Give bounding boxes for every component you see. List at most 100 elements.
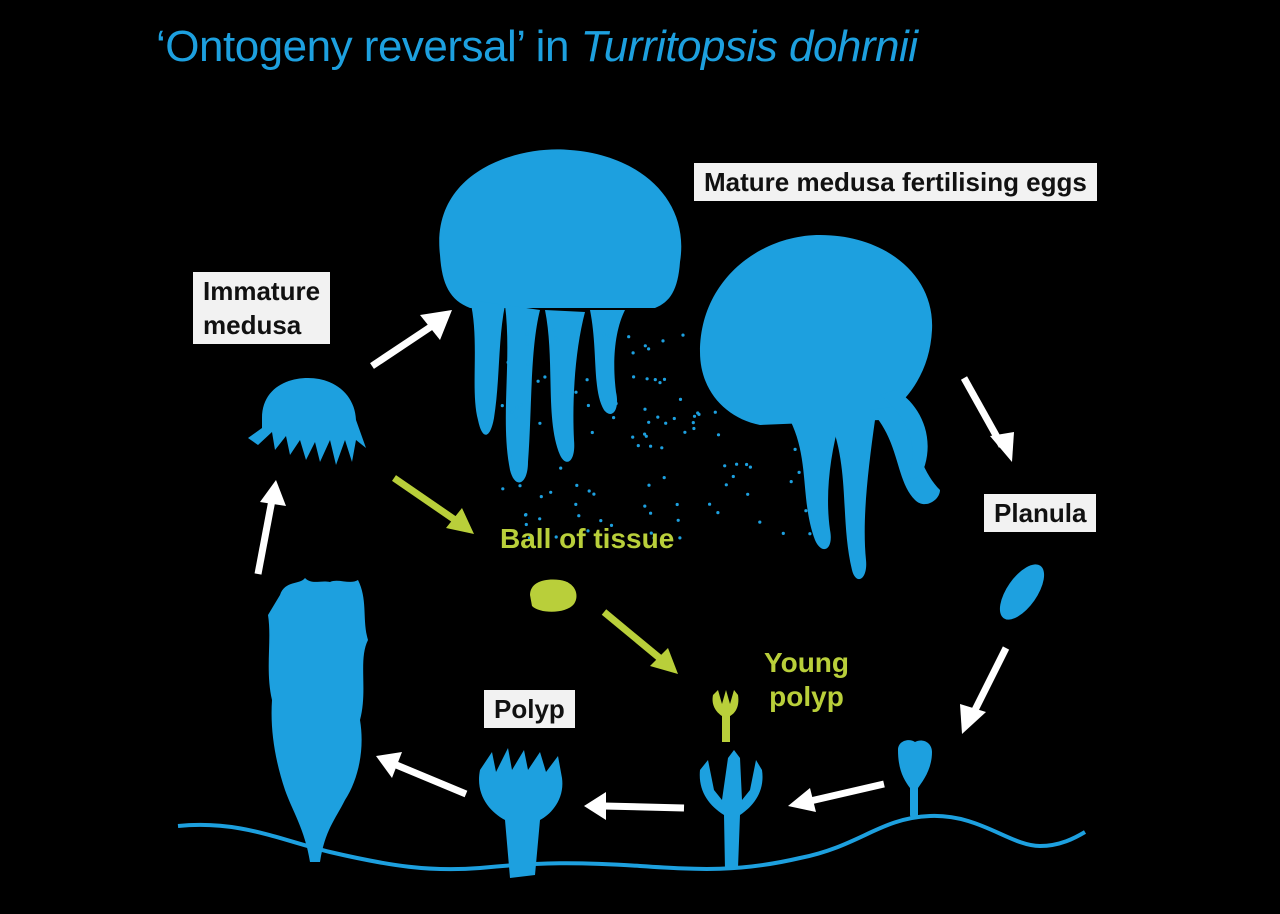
white-arrows <box>254 310 1014 820</box>
egg-dot <box>559 466 563 470</box>
egg-dot <box>605 403 609 407</box>
egg-dot <box>748 465 753 469</box>
arrow-colony-to-immature <box>254 480 286 575</box>
egg-dot <box>539 495 543 499</box>
egg-dot <box>656 415 660 419</box>
egg-dot <box>592 492 596 496</box>
young-polyp-figure <box>712 690 739 742</box>
egg-dot <box>501 487 505 491</box>
arrow-planula-to-settled <box>960 646 1010 734</box>
arrow-immature-to-ball <box>392 475 474 534</box>
egg-dot <box>804 509 808 513</box>
egg-dot <box>612 416 616 420</box>
polyp <box>479 748 563 878</box>
title-species: Turritopsis dohrnii <box>580 22 918 71</box>
egg-dot <box>632 375 636 379</box>
egg-dot <box>683 430 687 434</box>
egg-dot <box>549 490 553 494</box>
egg-dot <box>746 492 750 496</box>
egg-dot <box>692 414 697 418</box>
egg-dot <box>662 476 666 480</box>
label-young-polyp: Young polyp <box>764 646 849 714</box>
egg-dot <box>556 338 560 343</box>
egg-dot <box>574 502 578 506</box>
egg-dot <box>515 405 519 410</box>
egg-dot <box>538 517 542 521</box>
egg-dot <box>559 392 564 396</box>
egg-dot <box>653 378 657 382</box>
egg-dot <box>647 483 651 487</box>
egg-dot <box>716 510 720 515</box>
egg-dot <box>691 421 695 425</box>
egg-dot <box>585 378 589 382</box>
egg-dot <box>538 421 542 425</box>
label-polyp: Polyp <box>484 690 575 728</box>
egg-dot <box>658 381 662 385</box>
egg-dot <box>644 434 648 438</box>
egg-dot <box>731 474 735 479</box>
label-young-polyp-line1: Young <box>764 647 850 678</box>
egg-dot <box>518 484 522 488</box>
egg-dot <box>524 522 528 527</box>
egg-dot <box>672 416 676 421</box>
egg-dot <box>526 362 530 366</box>
ball-of-tissue-figure <box>530 579 577 612</box>
egg-dot <box>614 401 618 406</box>
egg-dot <box>649 444 653 448</box>
arrow-settled-to-branching <box>788 780 885 812</box>
egg-dot <box>575 483 579 487</box>
mature-medusa-large <box>439 149 682 483</box>
egg-dot <box>602 332 606 337</box>
title-prefix: ‘Ontogeny reversal’ in <box>156 22 581 71</box>
egg-dot <box>536 379 540 383</box>
egg-dot <box>660 446 664 450</box>
egg-dot <box>692 426 696 431</box>
egg-dot <box>662 377 667 381</box>
egg-dot <box>590 430 594 435</box>
egg-dot <box>758 520 762 524</box>
egg-dot <box>554 535 558 539</box>
egg-dot <box>631 435 635 439</box>
egg-dot <box>735 462 739 466</box>
egg-dot <box>543 375 547 379</box>
egg-dot <box>681 333 685 337</box>
egg-dot <box>643 407 647 411</box>
egg-dot <box>713 410 717 414</box>
egg-dot <box>599 519 603 523</box>
egg-dot <box>586 403 591 408</box>
arrow-polyp-to-colony <box>376 752 468 798</box>
egg-dot <box>609 523 614 528</box>
egg-dot <box>647 347 651 351</box>
egg-dot <box>696 411 700 415</box>
egg-dot <box>500 404 504 408</box>
egg-dot <box>708 502 712 506</box>
egg-dot <box>586 529 590 533</box>
egg-dot <box>664 421 668 425</box>
sea-floor-line <box>177 813 1087 872</box>
label-immature-medusa: Immature medusa <box>193 272 331 344</box>
egg-dot <box>647 420 651 424</box>
egg-dot <box>789 480 793 484</box>
egg-dot <box>675 502 679 507</box>
egg-dot <box>552 328 556 332</box>
egg-dot <box>519 403 523 407</box>
egg-dot <box>514 415 518 419</box>
planula-figure <box>999 564 1045 620</box>
egg-dot <box>510 410 514 414</box>
polyp-colony <box>268 578 368 862</box>
egg-dot <box>781 531 785 536</box>
egg-dot <box>525 332 529 336</box>
settled-planula-polyp <box>898 740 932 819</box>
egg-dot <box>607 334 611 338</box>
egg-dot <box>587 489 591 493</box>
egg-dot <box>723 464 727 468</box>
egg-dot <box>643 344 647 348</box>
egg-dot <box>569 411 573 415</box>
egg-dot <box>631 351 635 355</box>
egg-dot <box>724 483 728 487</box>
egg-dot <box>574 390 578 394</box>
egg-dot <box>523 513 528 517</box>
egg-dot <box>643 432 647 436</box>
